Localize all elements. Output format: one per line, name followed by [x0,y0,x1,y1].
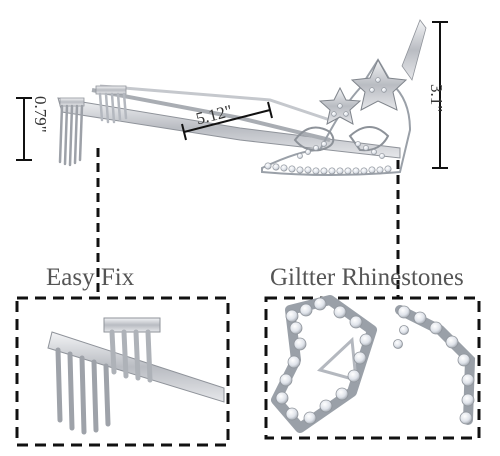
rhinestone-closeup [271,295,476,433]
dimension-comb-label: 0.79" [31,96,50,133]
tiara-crown [261,19,427,176]
dimension-marker-height [432,21,448,169]
dimension-marker-width [181,101,273,141]
dimension-marker-comb [16,97,32,161]
callout-label-rhinestones: Giltter Rhinestones [270,264,464,291]
callout-box-rhinestones [264,296,481,440]
callout-leader-lines [96,148,400,298]
callout-label-easy-fix: Easy Fix [46,264,135,291]
tiara-comb-rear [95,85,128,124]
dimension-height-label: 3.1" [427,84,446,113]
tiara-comb-left [58,97,85,167]
comb-closeup [47,317,225,435]
